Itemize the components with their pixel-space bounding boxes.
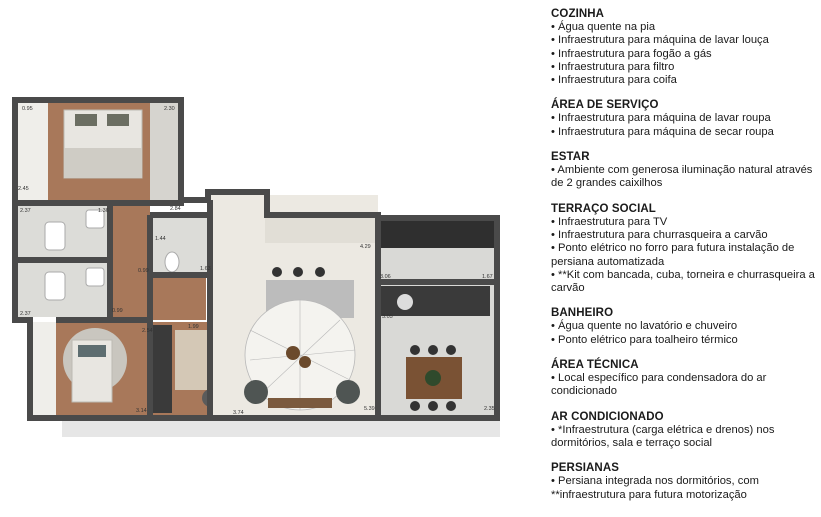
spec-section-area-tecnica: ÁREA TÉCNICA Local específico para conde… bbox=[551, 358, 819, 399]
floor-plan-dimension-labels: 0.95 2.30 2.45 2.37 1.36 1.44 2.84 4.29 … bbox=[18, 106, 495, 416]
dim-label: 0.99 bbox=[112, 308, 123, 314]
dim-label: 3.06 bbox=[380, 274, 391, 280]
section-title: ÁREA DE SERVIÇO bbox=[551, 99, 659, 112]
spec-item: Infraestrutura para máquina de secar rou… bbox=[551, 126, 819, 139]
dim-label: 3.74 bbox=[233, 410, 244, 416]
section-title: AR CONDICIONADO bbox=[551, 410, 664, 423]
spec-item: Ponto elétrico para toalheiro térmico bbox=[551, 334, 819, 347]
spec-item: Local específico para condensadora do ar… bbox=[551, 372, 819, 399]
dim-label: 3.05 bbox=[382, 314, 393, 320]
spec-section-terraco-social: TERRAÇO SOCIAL Infraestrutura para TV In… bbox=[551, 202, 819, 296]
section-title: ESTAR bbox=[551, 151, 590, 164]
spec-section-estar: ESTAR Ambiente com generosa iluminação n… bbox=[551, 150, 819, 191]
dim-label: 2.37 bbox=[20, 311, 31, 317]
dim-label: 5.39 bbox=[364, 406, 375, 412]
spec-section-ar-condicionado: AR CONDICIONADO *Infraestrutura (carga e… bbox=[551, 410, 819, 451]
dim-label: 2.37 bbox=[20, 208, 31, 214]
spec-section-cozinha: COZINHA Água quente na pia Infraestrutur… bbox=[551, 7, 819, 87]
dim-label: 3.14 bbox=[136, 408, 147, 414]
dim-label: 1.99 bbox=[188, 324, 199, 330]
spec-item: Água quente na pia bbox=[551, 21, 819, 34]
spec-section-banheiro: BANHEIRO Água quente no lavatório e chuv… bbox=[551, 306, 819, 347]
spec-item: Persiana integrada nos dormitórios, com … bbox=[551, 475, 819, 502]
floor-plan-walls bbox=[12, 97, 500, 421]
spec-item: Infraestrutura para TV bbox=[551, 216, 819, 229]
spec-item: Infraestrutura para churrasqueira a carv… bbox=[551, 229, 819, 242]
dim-label: 2.45 bbox=[18, 186, 29, 192]
spec-item: Infraestrutura para máquina de lavar lou… bbox=[551, 34, 819, 47]
spec-item: Infraestrutura para máquina de lavar rou… bbox=[551, 112, 819, 125]
spec-item: Ambiente com generosa iluminação natural… bbox=[551, 164, 819, 191]
section-title: COZINHA bbox=[551, 8, 605, 20]
spec-section-persianas: PERSIANAS Persiana integrada nos dormitó… bbox=[551, 461, 819, 502]
dim-label: 0.99 bbox=[138, 268, 149, 274]
section-title: PERSIANAS bbox=[551, 462, 619, 475]
spec-item: Infraestrutura para filtro bbox=[551, 61, 819, 74]
dim-label: 2.84 bbox=[170, 206, 181, 212]
section-title: TERRAÇO SOCIAL bbox=[551, 202, 656, 215]
spec-item: Ponto elétrico no forro para futura inst… bbox=[551, 242, 819, 269]
dim-label: 1.44 bbox=[155, 236, 166, 242]
dim-label: 0.95 bbox=[22, 106, 33, 112]
spec-item: Infraestrutura para fogão a gás bbox=[551, 48, 819, 61]
dim-label: 2.30 bbox=[164, 106, 175, 112]
dim-label: 2.35 bbox=[484, 406, 495, 412]
specs-panel: COZINHA Água quente na pia Infraestrutur… bbox=[551, 7, 819, 513]
floor-plan: 0.95 2.30 2.45 2.37 1.36 1.44 2.84 4.29 … bbox=[12, 97, 500, 437]
spec-section-area-de-servico: ÁREA DE SERVIÇO Infraestrutura para máqu… bbox=[551, 98, 819, 139]
spec-item: Infraestrutura para coifa bbox=[551, 74, 819, 87]
dim-label: 4.29 bbox=[360, 244, 371, 250]
floor-plan-areas bbox=[18, 103, 500, 437]
spec-item: *Infraestrutura (carga elétrica e drenos… bbox=[551, 424, 819, 451]
dim-label: 1.36 bbox=[98, 208, 109, 214]
section-title: BANHEIRO bbox=[551, 307, 614, 320]
spec-item: Água quente no lavatório e chuveiro bbox=[551, 320, 819, 333]
section-title: ÁREA TÉCNICA bbox=[551, 359, 639, 372]
dim-label: 2.54 bbox=[142, 328, 153, 334]
spec-item: **Kit com bancada, cuba, torneira e chur… bbox=[551, 269, 819, 296]
dim-label: 1.63 bbox=[200, 266, 211, 272]
dim-label: 1.67 bbox=[482, 274, 493, 280]
